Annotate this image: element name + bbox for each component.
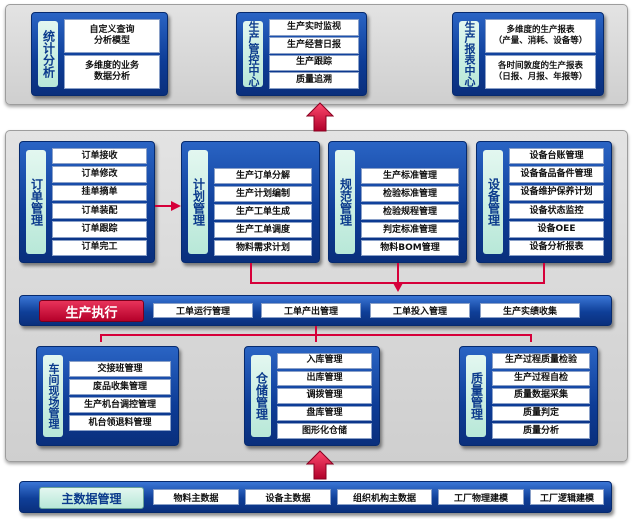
- module-label: 生产管控中心: [243, 21, 263, 87]
- module-label: 计划管理: [188, 150, 208, 254]
- module-production-report-center[interactable]: 生产报表中心 多维度的生产报表 （产量、消耗、设备等） 各时间敦度的生产报表 （…: [452, 12, 604, 96]
- module-item[interactable]: 订单修改: [52, 166, 147, 183]
- module-item[interactable]: 出库管理: [277, 370, 372, 387]
- module-item[interactable]: 检验标准管理: [361, 186, 459, 202]
- module-label: 质量管理: [466, 355, 486, 437]
- flow-line: [543, 263, 545, 283]
- module-item[interactable]: 生产计划编制: [214, 186, 312, 202]
- flow-line: [315, 326, 317, 335]
- module-warehouse-management[interactable]: 仓储管理 入库管理 出库管理 调拨管理 盘库管理 图形化仓储: [244, 346, 380, 446]
- module-label: 设备管理: [483, 150, 503, 254]
- module-quality-management[interactable]: 质量管理 生产过程质量检验 生产过程自检 质量数据采集 质量判定 质量分析: [459, 346, 598, 446]
- module-item[interactable]: 各时间敦度的生产报表 （日报、月报、年报等）: [485, 55, 596, 89]
- module-item[interactable]: 生产工单调度: [214, 222, 312, 238]
- module-item[interactable]: 设备状态监控: [509, 202, 604, 220]
- module-item[interactable]: 生产实时监视: [269, 19, 359, 36]
- execution-item[interactable]: 生产实绩收集: [480, 303, 580, 318]
- module-item[interactable]: 订单完工: [52, 239, 147, 256]
- module-item[interactable]: 生产机台调控管理: [69, 397, 171, 413]
- right-arrow-icon: [171, 201, 181, 211]
- module-label: 统计分析: [38, 21, 58, 87]
- flow-line: [250, 263, 252, 283]
- flow-line: [397, 263, 399, 283]
- module-item[interactable]: 机台领退料管理: [69, 415, 171, 431]
- up-arrow-icon: [306, 450, 334, 480]
- module-item[interactable]: 废品收集管理: [69, 379, 171, 395]
- module-item[interactable]: 设备分析报表: [509, 239, 604, 256]
- module-label: 车间现场管理: [43, 355, 63, 437]
- module-item[interactable]: 判定标准管理: [361, 222, 459, 238]
- module-item[interactable]: 设备备品备件管理: [509, 166, 604, 183]
- module-label: 仓储管理: [251, 355, 271, 437]
- module-item[interactable]: 订单装配: [52, 202, 147, 220]
- module-item[interactable]: 挂单摘单: [52, 184, 147, 201]
- production-execution-title[interactable]: 生产执行: [39, 300, 144, 322]
- module-standard-management[interactable]: 规范管理 生产标准管理 检验标准管理 检验规程管理 判定标准管理 物料BOM管理: [328, 141, 467, 263]
- master-data-title[interactable]: 主数据管理: [39, 487, 144, 509]
- module-order-management[interactable]: 订单管理 订单接收 订单修改 挂单摘单 订单装配 订单跟踪 订单完工: [19, 141, 155, 263]
- module-workshop-site-management[interactable]: 车间现场管理 交接班管理 废品收集管理 生产机台调控管理 机台领退料管理: [36, 346, 179, 446]
- module-item[interactable]: 生产工单生成: [214, 204, 312, 220]
- master-data-item[interactable]: 组织机构主数据: [337, 489, 432, 505]
- module-production-control-center[interactable]: 生产管控中心 生产实时监视 生产经营日报 生产跟踪 质量追溯: [236, 12, 367, 96]
- master-data-item[interactable]: 物料主数据: [153, 489, 239, 505]
- module-item[interactable]: 入库管理: [277, 353, 372, 369]
- module-item[interactable]: 图形化仓储: [277, 423, 372, 439]
- master-data-item[interactable]: 设备主数据: [245, 489, 331, 505]
- down-arrow-icon: [393, 283, 403, 292]
- module-item[interactable]: 生产经营日报: [269, 36, 359, 54]
- module-item[interactable]: 生产标准管理: [361, 168, 459, 184]
- flow-line: [100, 334, 102, 342]
- module-item[interactable]: 生产订单分解: [214, 168, 312, 184]
- module-item[interactable]: 检验规程管理: [361, 204, 459, 220]
- up-arrow-icon: [306, 102, 334, 132]
- module-item[interactable]: 物料需求计划: [214, 240, 312, 256]
- flow-line: [155, 205, 173, 207]
- module-item[interactable]: 质量分析: [492, 423, 590, 439]
- module-item[interactable]: 生产过程质量检验: [492, 353, 590, 369]
- module-item[interactable]: 多维度的生产报表 （产量、消耗、设备等）: [485, 19, 596, 53]
- module-item[interactable]: 生产过程自检: [492, 370, 590, 387]
- module-item[interactable]: 订单跟踪: [52, 221, 147, 238]
- module-item[interactable]: 生产跟踪: [269, 54, 359, 72]
- module-label: 订单管理: [26, 150, 46, 254]
- module-item[interactable]: 质量追溯: [269, 72, 359, 89]
- execution-item[interactable]: 工单产出管理: [261, 303, 361, 318]
- module-equipment-management[interactable]: 设备管理 设备台账管理 设备备品备件管理 设备维护保养计划 设备状态监控 设备O…: [476, 141, 612, 263]
- module-statistics-analysis[interactable]: 统计分析 自定义查询 分析模型 多维度的业务 数据分析: [31, 12, 168, 96]
- master-data-item[interactable]: 工厂物理建模: [438, 489, 524, 505]
- module-item[interactable]: 设备OEE: [509, 221, 604, 238]
- module-item[interactable]: 设备维护保养计划: [509, 184, 604, 201]
- production-execution-bar: 生产执行 工单运行管理 工单产出管理 工单投入管理 生产实绩收集: [19, 295, 612, 326]
- module-item[interactable]: 质量判定: [492, 405, 590, 422]
- module-item[interactable]: 自定义查询 分析模型: [64, 19, 160, 53]
- flow-line: [530, 334, 532, 342]
- module-item[interactable]: 交接班管理: [69, 361, 171, 377]
- execution-item[interactable]: 工单投入管理: [370, 303, 470, 318]
- module-item[interactable]: 盘库管理: [277, 405, 372, 422]
- module-item[interactable]: 调拨管理: [277, 388, 372, 404]
- module-label: 规范管理: [335, 150, 355, 254]
- module-item[interactable]: 质量数据采集: [492, 388, 590, 404]
- module-item[interactable]: 多维度的业务 数据分析: [64, 55, 160, 89]
- module-item[interactable]: 设备台账管理: [509, 148, 604, 165]
- master-data-bar: 主数据管理 物料主数据 设备主数据 组织机构主数据 工厂物理建模 工厂逻辑建模: [19, 481, 612, 513]
- module-label: 生产报表中心: [459, 21, 479, 87]
- flow-line: [315, 334, 317, 342]
- execution-item[interactable]: 工单运行管理: [153, 303, 253, 318]
- module-plan-management[interactable]: 计划管理 生产订单分解 生产计划编制 生产工单生成 生产工单调度 物料需求计划: [181, 141, 320, 263]
- module-item[interactable]: 物料BOM管理: [361, 240, 459, 256]
- master-data-item[interactable]: 工厂逻辑建模: [530, 489, 604, 505]
- module-item[interactable]: 订单接收: [52, 148, 147, 165]
